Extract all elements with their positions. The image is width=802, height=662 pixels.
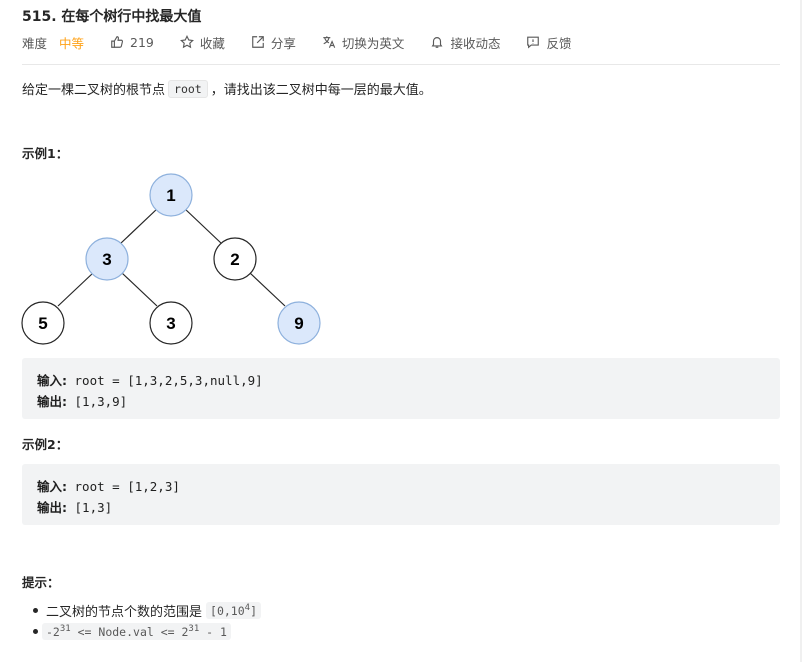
description-suffix: ，请找出该二叉树中每一层的最大值。 [210, 83, 432, 98]
example1-output-label: 输出: [37, 394, 67, 409]
translate-icon [323, 36, 336, 48]
svg-text:3: 3 [166, 314, 175, 333]
description-prefix: 给定一棵二叉树的根节点 [22, 83, 166, 98]
example2-label: 示例2： [22, 437, 69, 452]
like-count: 219 [130, 34, 154, 50]
example2-output-label: 输出: [37, 500, 67, 515]
feedback-button[interactable]: 反馈 [526, 33, 571, 52]
switch-language-label: 切换为英文 [341, 35, 405, 51]
hints-list: 二叉树的节点个数的范围是 [0,104] -231 <= Node.val <=… [33, 600, 261, 642]
favorite-label: 收藏 [199, 35, 225, 51]
hint1-code: [0,104] [206, 602, 261, 619]
svg-text:5: 5 [38, 314, 47, 333]
problem-title: 515. 在每个树行中找最大值 [22, 9, 202, 25]
difficulty-value: 中等 [59, 35, 85, 51]
example1-input-label: 输入: [37, 373, 67, 388]
tree-node-level0: 1 [149, 173, 193, 217]
example2-output-value: [1,3] [67, 500, 113, 515]
svg-text:2: 2 [230, 250, 239, 269]
share-icon [252, 36, 264, 48]
example2-output-line: 输出: [1,3] [37, 497, 112, 516]
hint-item-value-range: -231 <= Node.val <= 231 - 1 [33, 621, 261, 642]
problem-description: 给定一棵二叉树的根节点 root ，请找出该二叉树中每一层的最大值。 [22, 79, 432, 98]
example1-output-value: [1,3,9] [67, 394, 128, 409]
example1-tree-diagram: 1 3 2 5 3 9 [21, 173, 321, 345]
thumbs-up-icon [111, 36, 124, 48]
example2-input-label: 输入: [37, 479, 67, 494]
bullet [33, 629, 38, 634]
feedback-label: 反馈 [546, 35, 572, 51]
example1-output-line: 输出: [1,3,9] [37, 391, 127, 410]
switch-language-button[interactable]: 切换为英文 [322, 33, 405, 52]
difficulty-label: 难度 [22, 35, 48, 51]
tree-edge-1-2 [183, 207, 223, 245]
star-icon [179, 35, 194, 49]
header-divider [22, 64, 780, 65]
tree-edge-3-3 [121, 272, 158, 307]
example2-input-line: 输入: root = [1,2,3] [37, 476, 180, 495]
svg-text:3: 3 [102, 250, 111, 269]
hint2-code: -231 <= Node.val <= 231 - 1 [42, 623, 231, 640]
bullet [33, 608, 38, 613]
description-code-root: root [168, 79, 208, 98]
feedback-icon [527, 36, 540, 49]
page-edge [800, 0, 802, 662]
tree-node-level1-left: 3 [85, 237, 129, 281]
svg-text:1: 1 [166, 186, 175, 205]
favorite-button[interactable]: 收藏 [179, 33, 225, 52]
subscribe-label: 接收动态 [450, 35, 501, 51]
example1-label: 示例1： [22, 146, 69, 161]
tree-node-level2-b: 3 [149, 301, 193, 345]
hint-item-node-count: 二叉树的节点个数的范围是 [0,104] [33, 600, 261, 621]
example2-input-value: root = [1,2,3] [67, 479, 180, 494]
subscribe-button[interactable]: 接收动态 [430, 33, 500, 52]
tree-edge-2-9 [249, 272, 286, 307]
tree-edge-1-3 [119, 207, 159, 245]
hint1-text: 二叉树的节点个数的范围是 [46, 605, 203, 620]
like-button[interactable]: 219 [110, 35, 154, 50]
tree-node-level2-c: 9 [277, 301, 321, 345]
tree-node-level2-a: 5 [21, 301, 65, 345]
svg-text:9: 9 [294, 314, 303, 333]
tree-node-level1-right: 2 [213, 237, 257, 281]
share-button[interactable]: 分享 [251, 33, 296, 52]
share-label: 分享 [270, 35, 296, 51]
example1-input-value: root = [1,3,2,5,3,null,9] [67, 373, 263, 388]
difficulty: 难度 中等 [22, 33, 84, 52]
example1-code-block: 输入: root = [1,3,2,5,3,null,9] 输出: [1,3,9… [22, 358, 780, 419]
tree-edge-3-5 [57, 272, 94, 307]
bell-icon [431, 37, 443, 48]
example1-input-line: 输入: root = [1,3,2,5,3,null,9] [37, 370, 263, 389]
example2-code-block: 输入: root = [1,2,3] 输出: [1,3] [22, 464, 780, 525]
problem-meta-bar: 难度 中等 219 收藏 分享 切换为英文 接收动态 反馈 [22, 33, 597, 51]
hints-label: 提示： [22, 575, 60, 590]
